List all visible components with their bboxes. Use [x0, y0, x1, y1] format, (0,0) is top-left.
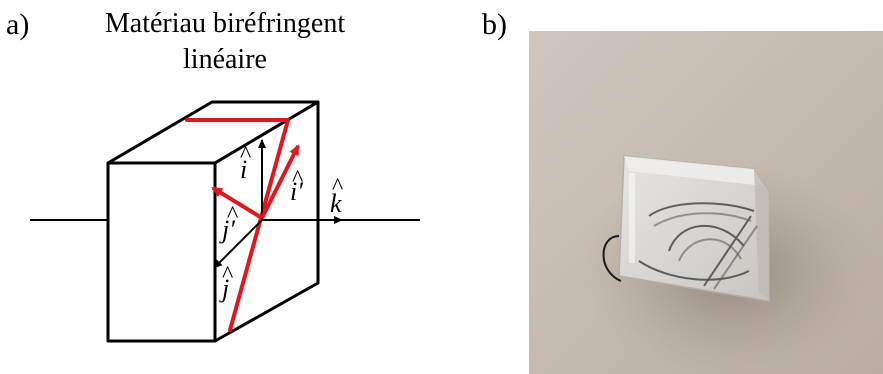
panel-a-label: a) [6, 8, 30, 41]
i-prime-hat-mark: ^ [292, 166, 303, 192]
i-vector-label: i [240, 155, 247, 184]
j-prime-hat-mark: ^ [227, 202, 238, 228]
ink-double-image [638, 202, 758, 290]
j-hat-mark: ^ [222, 262, 233, 288]
crystal-top-edge [624, 156, 764, 186]
ink-curve-left [602, 235, 622, 282]
panel-b-label: b) [482, 8, 507, 41]
k-hat-mark: ^ [332, 174, 343, 200]
j-vector-label: j [219, 274, 229, 303]
i-hat-mark: ^ [240, 142, 251, 168]
calcite-crystal-photo [529, 31, 883, 374]
i-prime-vector-arrow [260, 144, 300, 219]
diagram-title: Matériau biréfringent linéaire [55, 6, 395, 78]
j-vector-arrow [213, 219, 263, 269]
birefringence-diagram: ^ i ^ i′ ^ j′ ^ j ^ k [30, 100, 420, 343]
crystal-side-edge [754, 169, 769, 301]
j-prime-vector-arrow [211, 186, 264, 220]
crystal-box [106, 100, 320, 343]
crystal-front-face [106, 161, 217, 343]
title-line-2: linéaire [183, 44, 267, 75]
j-prime-vector-label: j′ [219, 215, 235, 244]
crystal-highlight [629, 173, 635, 263]
refracted-beam [185, 118, 290, 332]
i-prime-vector-label: i′ [290, 177, 303, 206]
title-line-1: Matériau biréfringent [104, 8, 346, 39]
k-vector-label: k [330, 189, 342, 218]
